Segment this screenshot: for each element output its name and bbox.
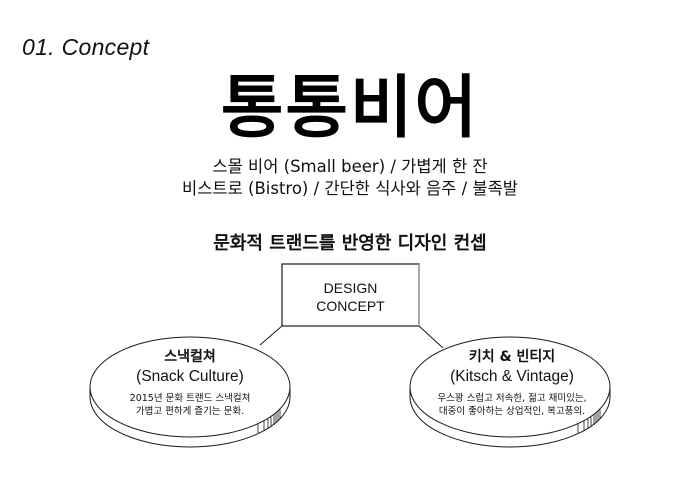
kitsch-vintage-disc [409, 336, 611, 448]
kitsch-vintage-text: 키치 & 빈티지 (Kitsch & Vintage) 우스꽝 스럽고 저속한,… [412, 348, 612, 418]
design-concept-label: DESIGN CONCEPT [282, 279, 419, 315]
brand-title: 통통비어 [220, 68, 480, 148]
node-desc-line-1: 우스꽝 스럽고 저속한, 젊고 재미있는, [437, 393, 587, 404]
node-desc-line-2: 대중이 좋아하는 상업적인, 복고풍의. [438, 406, 586, 417]
node-desc-line-1: 2015년 문화 트랜드 스낵컬쳐 [129, 393, 251, 404]
node-title: 스낵컬쳐 [164, 349, 216, 365]
connector-left [259, 325, 283, 346]
node-title: 키치 & 빈티지 [468, 349, 556, 365]
design-concept-box [281, 263, 420, 327]
connector-right [418, 325, 444, 349]
section-label: 01. Concept [22, 34, 150, 60]
concept-headline: 문화적 트랜드를 반영한 디자인 컨셉 [213, 233, 487, 254]
subtitle-line-1: 스몰 비어 (Small beer) / 가볍게 한 잔 [212, 157, 488, 176]
node-desc-line-2: 가볍고 편하게 즐기는 문화. [135, 406, 245, 417]
snack-culture-text: 스낵컬쳐 (Snack Culture) 2015년 문화 트랜드 스낵컬쳐 가… [90, 348, 290, 418]
node-subtitle: (Kitsch & Vintage) [450, 368, 574, 385]
box-label-line-1: DESIGN [323, 280, 378, 296]
snack-culture-disc [89, 336, 291, 448]
node-subtitle: (Snack Culture) [136, 368, 244, 385]
box-label-line-2: CONCEPT [316, 298, 385, 314]
subtitle-line-2: 비스트로 (Bistro) / 간단한 식사와 음주 / 불족발 [182, 179, 518, 198]
